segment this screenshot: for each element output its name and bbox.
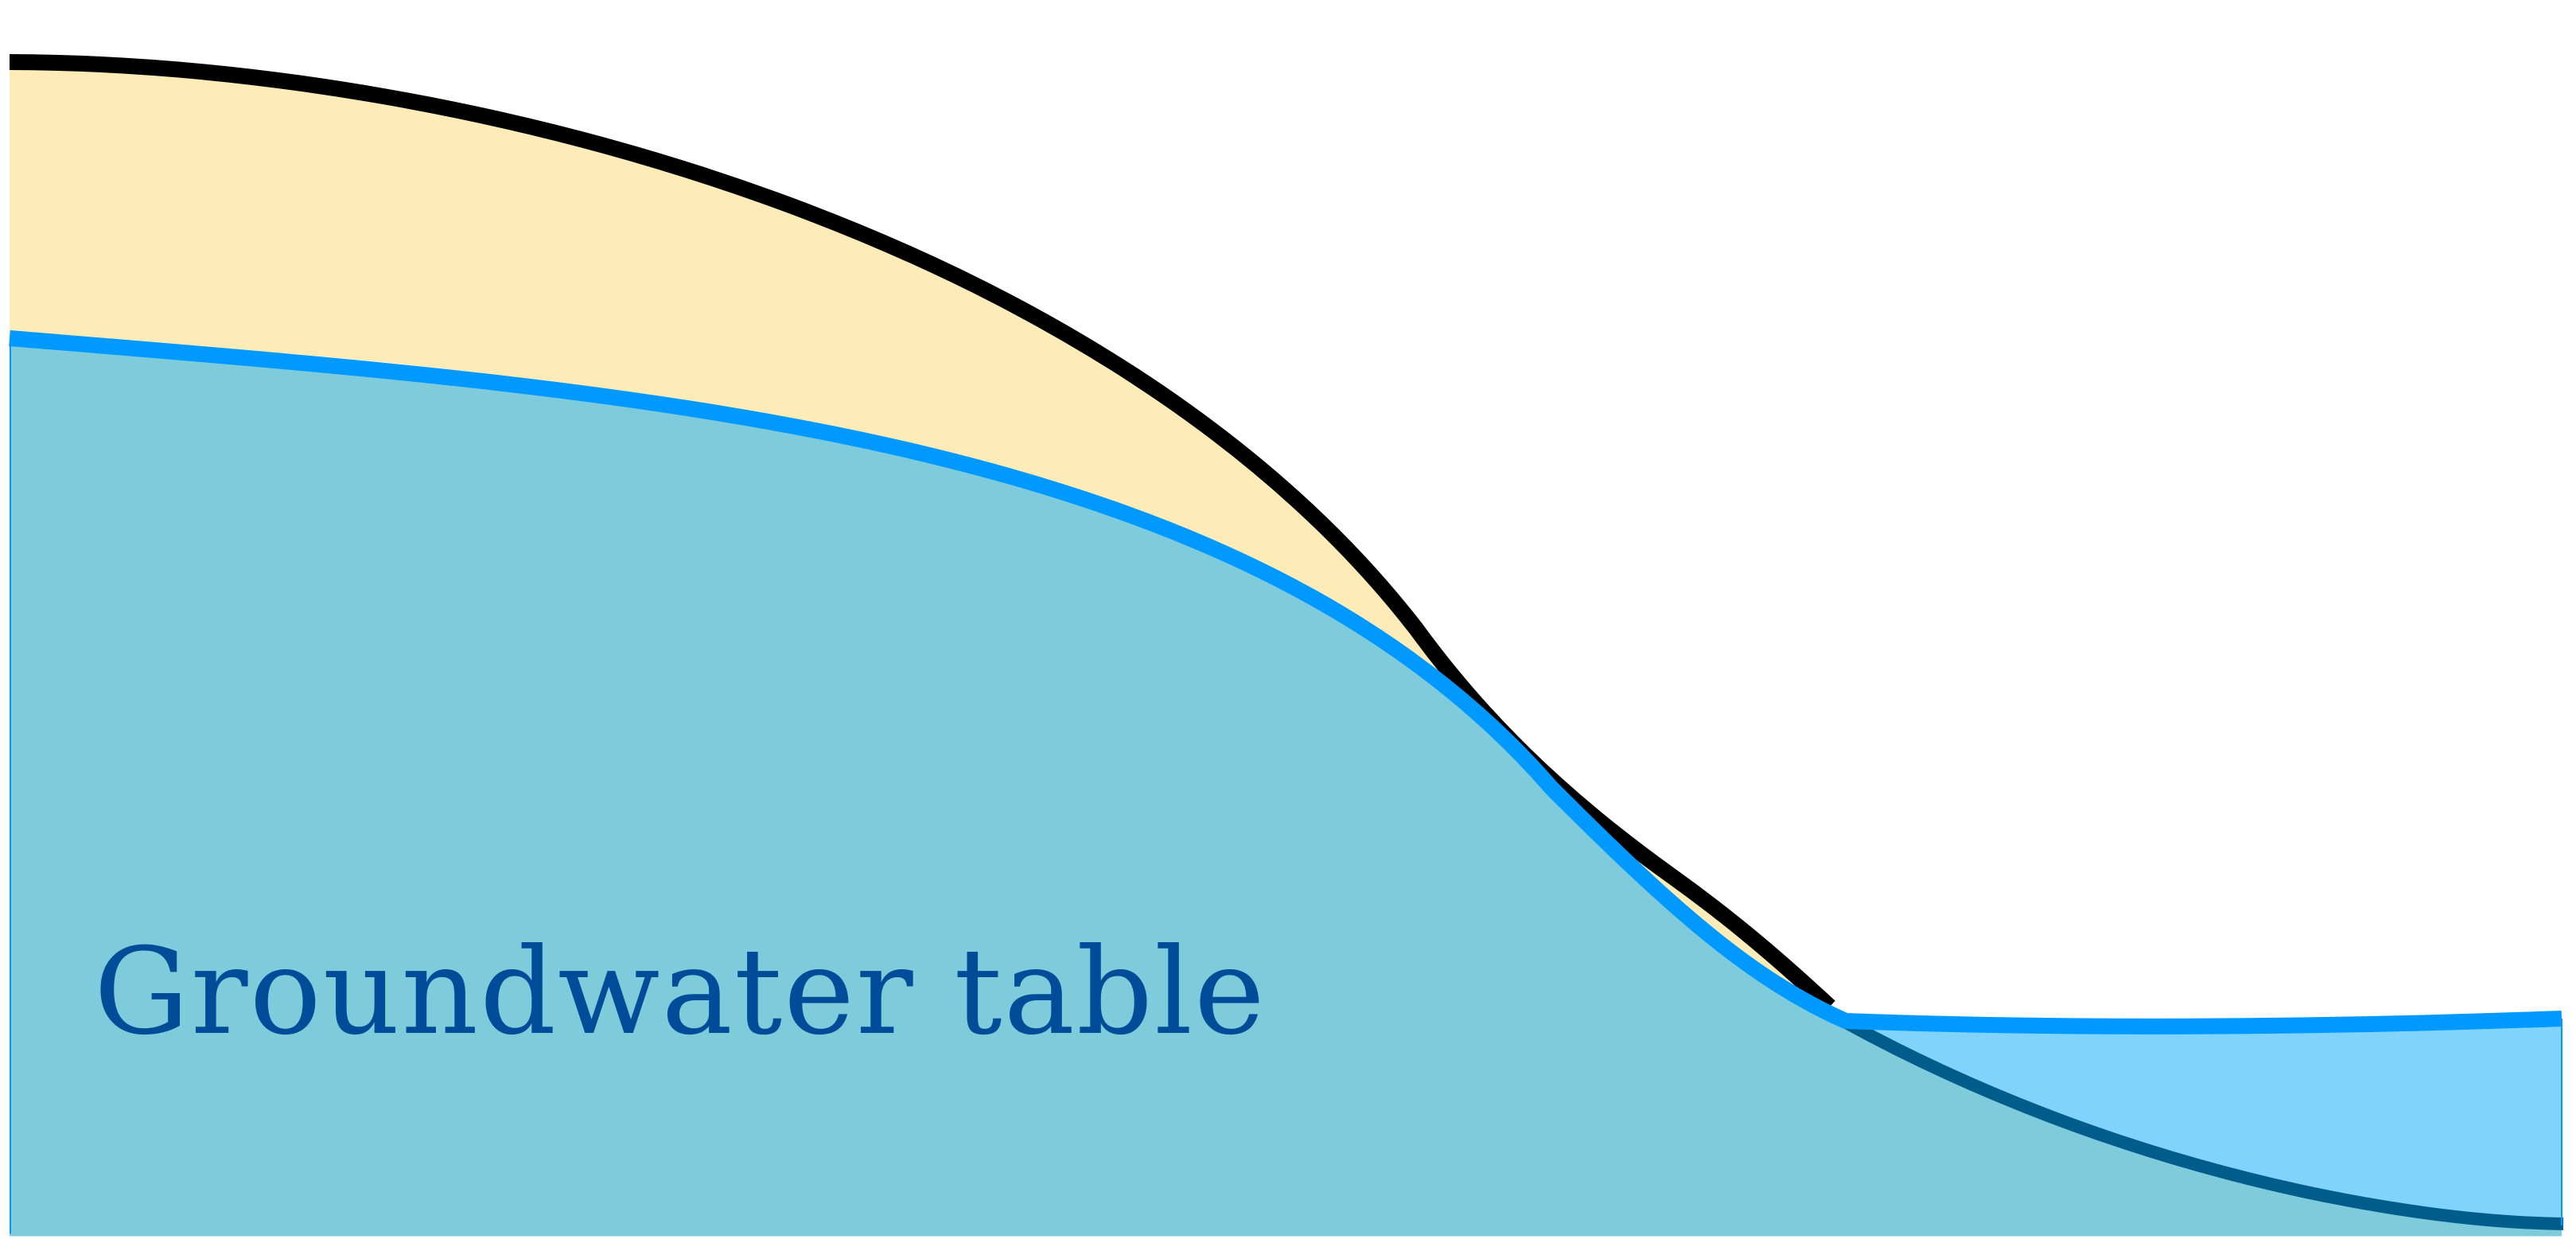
soil-layer [10, 62, 1846, 1021]
submerged-bed-line [1810, 999, 2564, 1230]
surface-water-body [1846, 1019, 2562, 1223]
groundwater-zone [10, 338, 2562, 1235]
ground-surface-line [9, 54, 1835, 1013]
water-table-line [9, 330, 2562, 1034]
groundwater-table-label: Groundwater table [94, 923, 1267, 1062]
